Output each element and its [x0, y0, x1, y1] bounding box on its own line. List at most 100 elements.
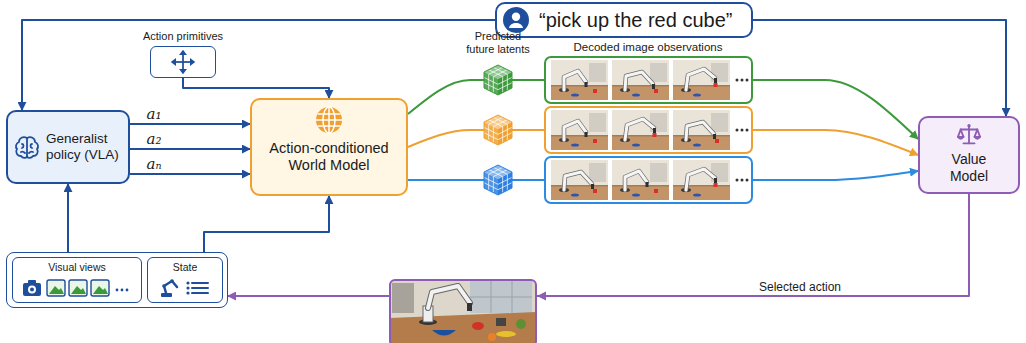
decoded-frames: [673, 160, 730, 200]
robot-photo: [428, 286, 470, 308]
robot-photo: [390, 280, 546, 343]
node-text: State: [151, 261, 219, 274]
decoded-frames: [612, 110, 669, 150]
connector: [130, 123, 250, 125]
decoded-frames: [746, 129, 749, 132]
decoded-frames: [741, 129, 744, 132]
note-label: Predicted future latents: [460, 30, 536, 56]
decoded-frames: [746, 79, 749, 82]
state-box: State: [147, 257, 223, 303]
node-icon: [159, 278, 211, 298]
latent-cubes: [484, 165, 512, 195]
decoded-frames: [673, 60, 730, 100]
decoded-frames: [545, 57, 752, 103]
note-box: Decoded image observations: [548, 41, 748, 55]
decoded-frames: [551, 160, 608, 200]
node-icon: [503, 7, 529, 33]
robot-photo: [470, 281, 532, 313]
decoded-frames: [736, 179, 749, 182]
decoded-frames: [736, 129, 739, 132]
robot-photo: [392, 283, 414, 313]
decoded-frames: [612, 60, 669, 100]
edge-label: aₙ: [143, 155, 164, 173]
robot-photo: [432, 330, 456, 336]
node-icon: [957, 123, 981, 147]
robot-photo: [467, 303, 472, 311]
latent-cubes: [484, 65, 512, 195]
robot-photo: [496, 331, 516, 337]
note-box: Predicted future latents: [460, 30, 536, 56]
decoded-frames: [551, 60, 608, 100]
robot-photo: [390, 280, 536, 343]
decoded-frames: [736, 129, 749, 132]
robot-photo: [470, 297, 532, 298]
decoded-frames: [736, 79, 739, 82]
decoded-frames: [741, 79, 744, 82]
world-model-box: Action-conditioned World Model: [250, 98, 408, 196]
views-box: Visual views: [12, 257, 142, 303]
edge-label: a₂: [144, 130, 165, 148]
connector: [67, 184, 69, 252]
primitives-box: Action primitives: [150, 46, 216, 78]
decoded-frames: [551, 110, 608, 150]
robot-photo: [428, 286, 470, 308]
prompt-box: “pick up the red cube”: [495, 2, 753, 38]
connector: [22, 20, 495, 110]
node-icon: [503, 7, 529, 33]
value-model-box: Value Model: [918, 116, 1020, 194]
node-text: Value Model: [938, 151, 1000, 185]
node-icon: [13, 133, 41, 161]
edge-label: Selected action: [756, 280, 844, 294]
node-text: Action primitives: [143, 30, 223, 43]
connector: [753, 20, 1006, 116]
node-text: Action-conditioned World Model: [260, 140, 398, 175]
decoded-frames: [736, 79, 749, 82]
policy-box: Generalist policy (VLA): [6, 110, 130, 184]
decoded-frames: [736, 179, 739, 182]
robot-photo: [488, 333, 496, 341]
edge-label-box: a₂: [144, 130, 165, 148]
node-icon: [161, 279, 208, 297]
node-icon: [314, 105, 344, 135]
connector: [183, 78, 329, 98]
node-icon: [958, 124, 980, 143]
decoded-frames: [545, 57, 752, 203]
robot-photo: [516, 319, 526, 329]
node-icon: [23, 280, 128, 296]
decoded-frames: [545, 107, 752, 153]
robot-photo: [470, 281, 532, 313]
decoded-frames: [612, 160, 669, 200]
node-icon: [170, 49, 195, 74]
note-label: Decoded image observations: [548, 41, 748, 55]
robot-photo: [472, 322, 484, 330]
robot-photo: [496, 318, 506, 326]
node-icon: [316, 107, 342, 133]
decoded-frames: [741, 179, 744, 182]
decoded-frames: [545, 157, 752, 203]
node-heading: Action primitives: [143, 30, 223, 43]
latent-cubes: [484, 65, 512, 95]
connector: [130, 173, 250, 175]
node-icon: [169, 48, 197, 76]
decoded-frames: [746, 179, 749, 182]
decoded-frames: [673, 110, 730, 150]
input-panel: Visual views State: [6, 252, 228, 308]
connector: [204, 196, 329, 252]
robot-photo: [537, 292, 546, 301]
robot-photo: [390, 280, 536, 343]
node-icon: [23, 278, 131, 298]
node-text: “pick up the red cube”: [539, 8, 741, 32]
node-text: Generalist policy (VLA): [46, 131, 124, 163]
edge-label-box: a₁: [144, 105, 165, 123]
latent-cubes: [484, 115, 512, 145]
robot-photo: [390, 312, 536, 343]
robot-photo: [390, 280, 536, 343]
node-text: Visual views: [16, 261, 138, 274]
connector: [130, 148, 250, 150]
edge-label: a₁: [144, 105, 165, 123]
connector: [228, 194, 969, 296]
edge-label-box: aₙ: [143, 155, 164, 173]
edge-label-box: Selected action: [756, 280, 844, 294]
node-icon: [16, 137, 38, 158]
